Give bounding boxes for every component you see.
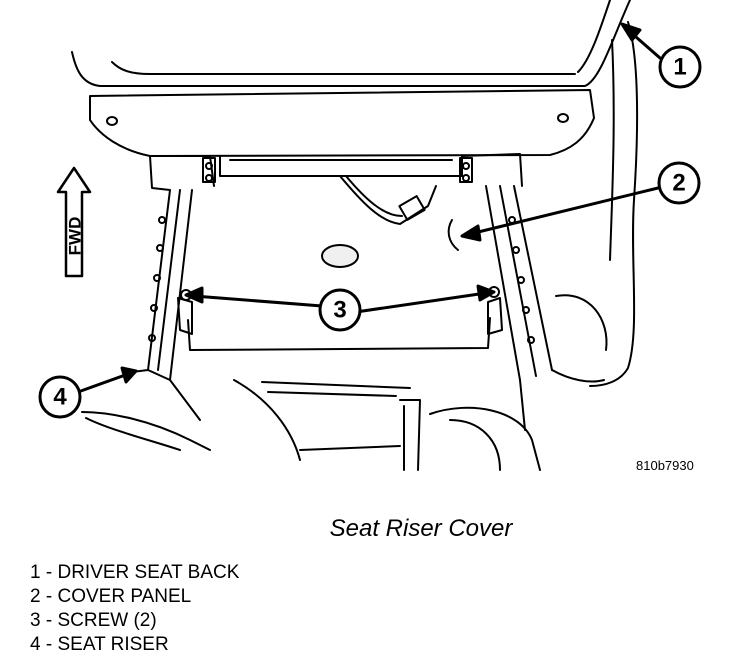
figure-caption: Seat Riser Cover bbox=[329, 515, 513, 542]
svg-text:1: 1 bbox=[673, 53, 686, 80]
callout-1: 1 bbox=[658, 45, 702, 89]
legend-item: 1 - DRIVER SEAT BACK bbox=[30, 562, 240, 583]
callout-4: 4 bbox=[38, 375, 82, 419]
legend-item: 3 - SCREW (2) bbox=[30, 610, 157, 631]
seat-riser-left bbox=[131, 155, 216, 421]
legend-item: 4 - SEAT RISER bbox=[30, 634, 169, 655]
svg-text:3: 3 bbox=[333, 296, 346, 323]
svg-text:2: 2 bbox=[672, 169, 685, 196]
svg-text:4: 4 bbox=[53, 383, 67, 410]
figure-id: 810b7930 bbox=[636, 458, 694, 473]
floor-structure bbox=[81, 294, 608, 471]
forward-arrow-icon: FWD bbox=[56, 166, 92, 278]
driver-seat-back bbox=[71, 0, 639, 387]
legend-item: 2 - COVER PANEL bbox=[30, 586, 192, 607]
leader-arrows bbox=[76, 22, 662, 394]
seat-frame-plate bbox=[89, 89, 595, 177]
parts-legend: 1 - DRIVER SEAT BACK 2 - COVER PANEL 3 -… bbox=[30, 561, 239, 657]
cover-panel bbox=[177, 175, 503, 351]
seat-riser-illustration: FWD 1 2 3 4 bbox=[38, 0, 702, 471]
callout-3: 3 bbox=[318, 288, 362, 332]
forward-label: FWD bbox=[65, 217, 84, 256]
callout-2: 2 bbox=[657, 161, 701, 205]
seat-riser-right bbox=[459, 153, 605, 431]
